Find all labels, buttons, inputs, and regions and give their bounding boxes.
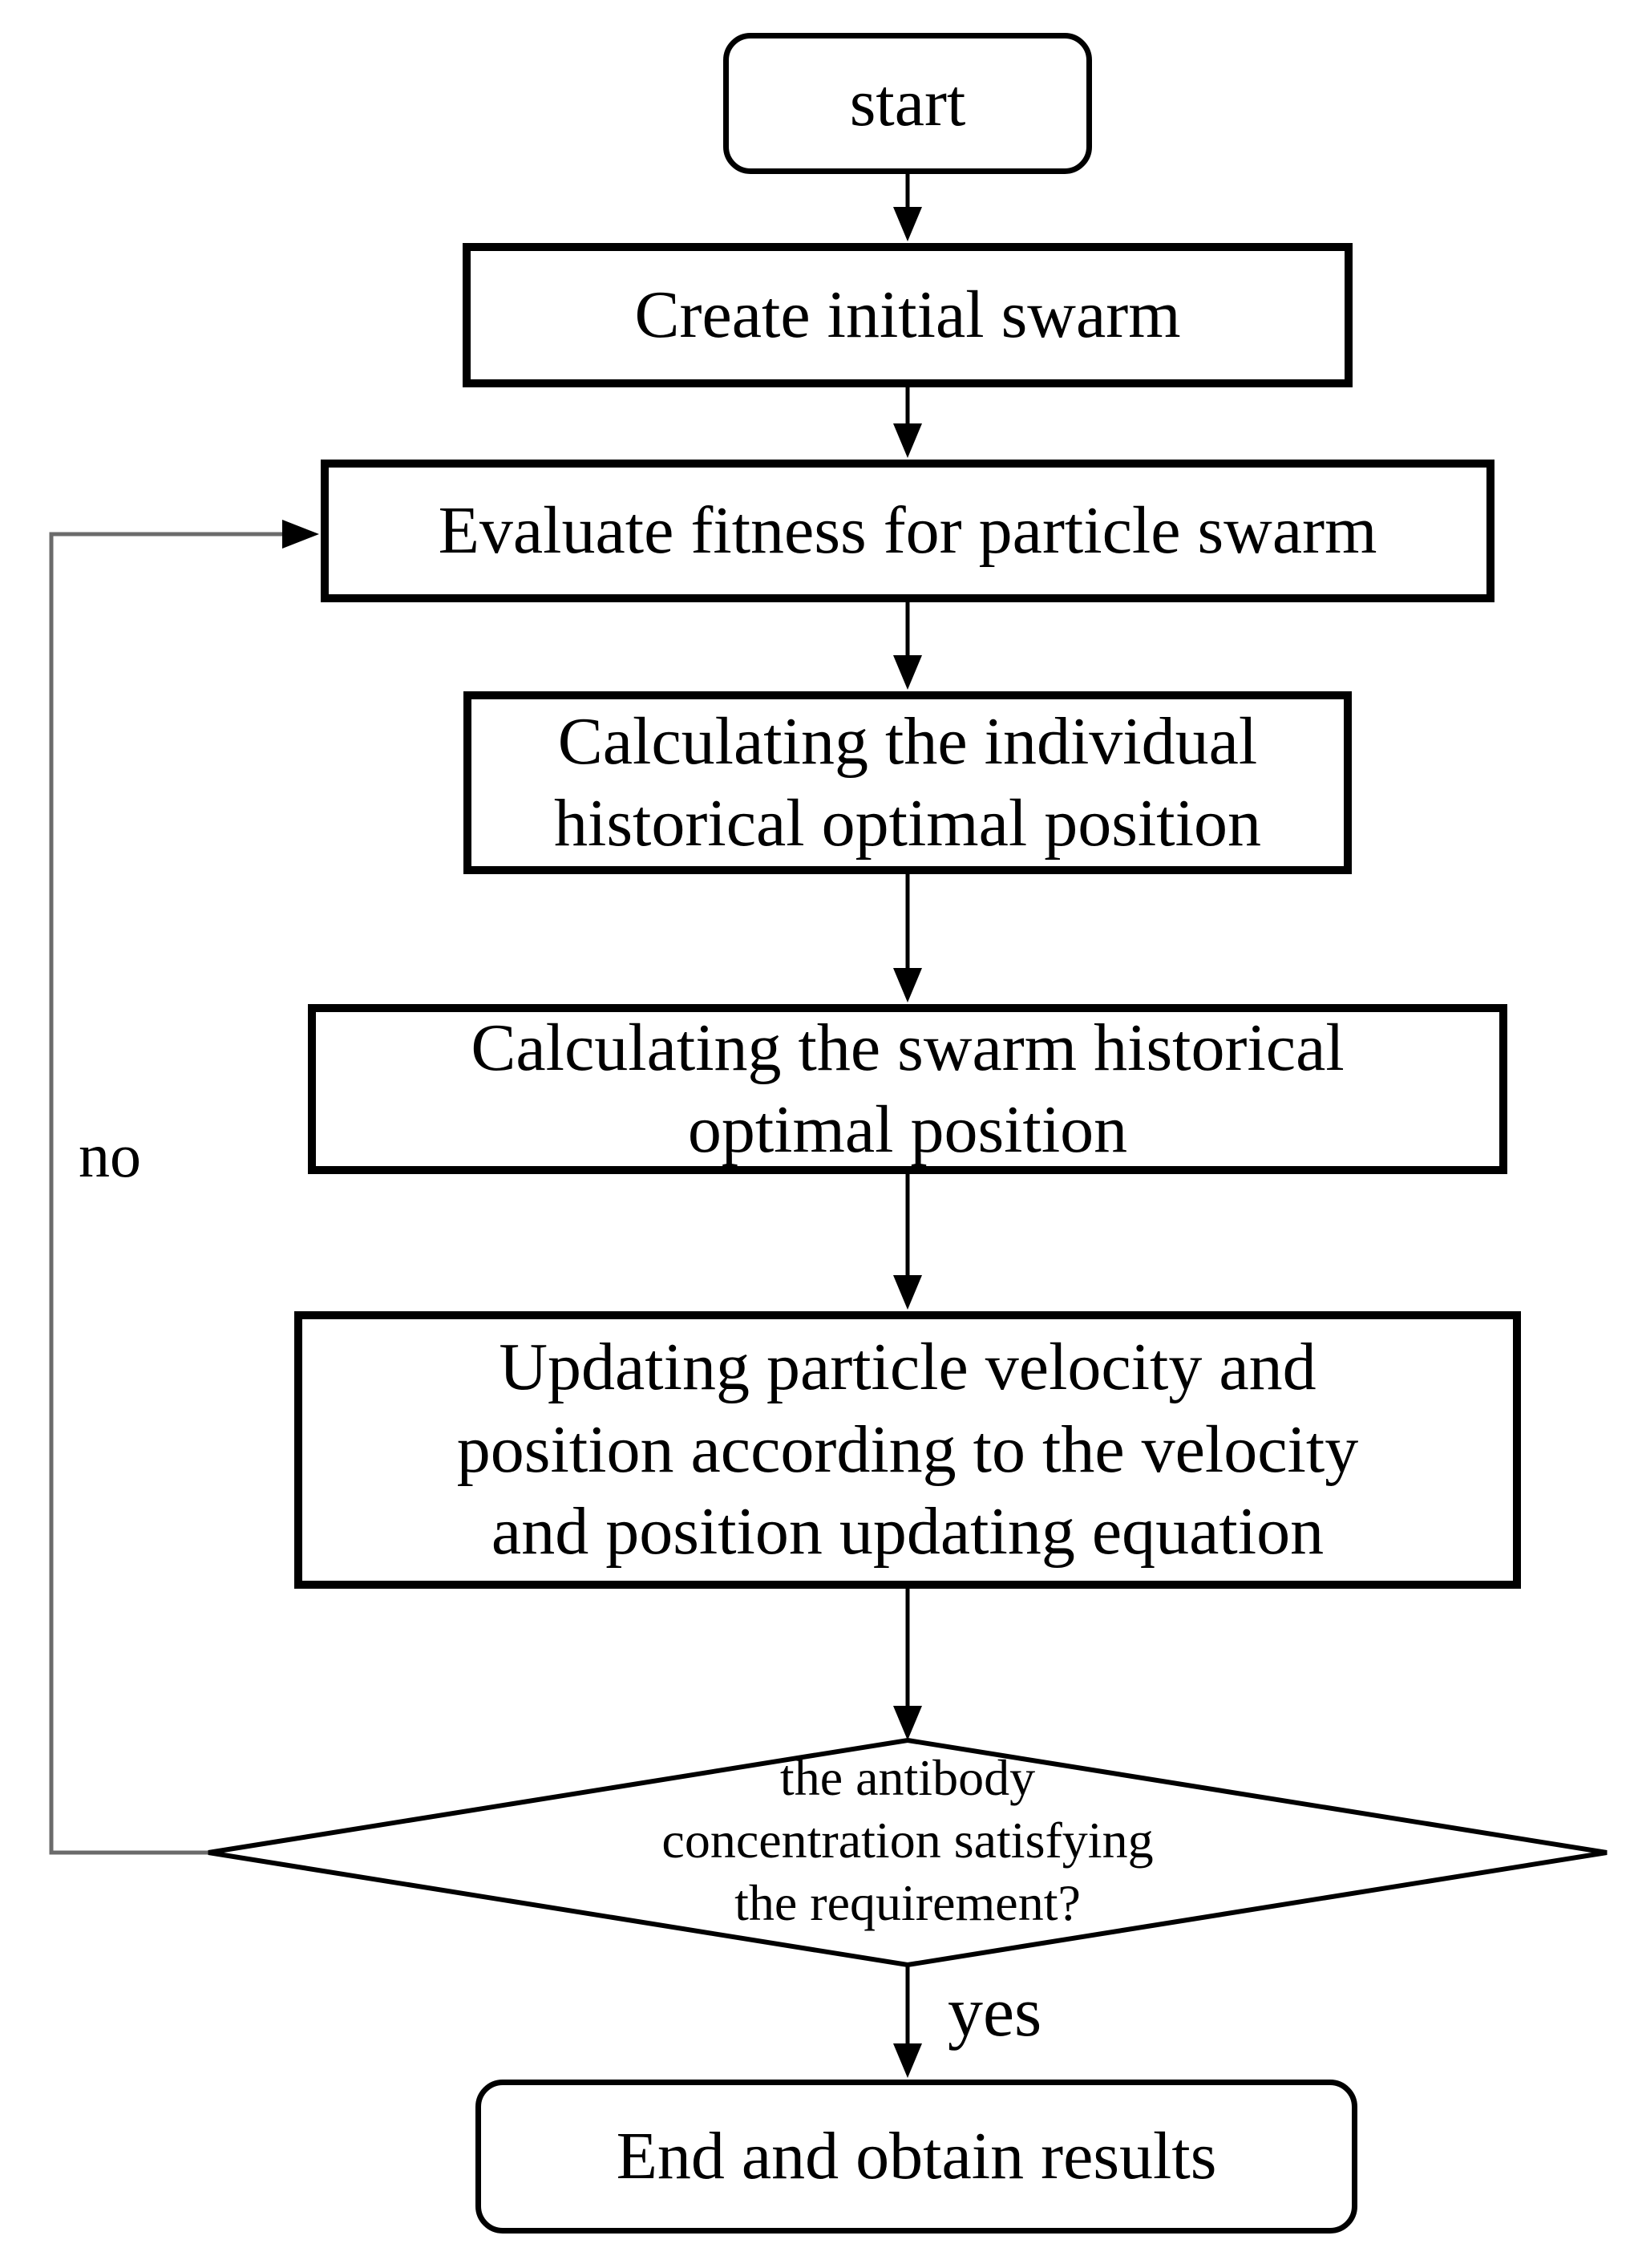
node-calc-individual-optimal: Calculating the individual historical op…: [463, 691, 1352, 874]
arrowhead-decision-end: [893, 2043, 922, 2078]
node-create-swarm: Create initial swarm: [463, 243, 1353, 387]
arrowhead-calcind-calcswarm: [893, 968, 922, 1002]
edge-label-yes: yes: [948, 1974, 1042, 2051]
arrowhead-start-create: [893, 207, 922, 241]
arrowhead-calcswarm-update: [893, 1275, 922, 1310]
arrowhead-no-loop: [282, 520, 319, 549]
node-evaluate-fitness: Evaluate fitness for particle swarm: [321, 460, 1494, 602]
node-end: End and obtain results: [475, 2080, 1357, 2234]
node-calc-swarm-optimal: Calculating the swarm historical optimal…: [308, 1004, 1507, 1174]
arrowhead-update-decision: [893, 1706, 922, 1740]
arrowhead-create-evaluate: [893, 423, 922, 458]
node-start: start: [723, 33, 1092, 174]
node-antibody-decision-label: the antibody concentration satisfying th…: [661, 1749, 1154, 1932]
edge-label-no: no: [79, 1120, 141, 1190]
arrowhead-evaluate-calcind: [893, 655, 922, 690]
node-update-velocity-position: Updating particle velocity and position …: [294, 1311, 1521, 1589]
edge-no-loop: [49, 532, 290, 1855]
